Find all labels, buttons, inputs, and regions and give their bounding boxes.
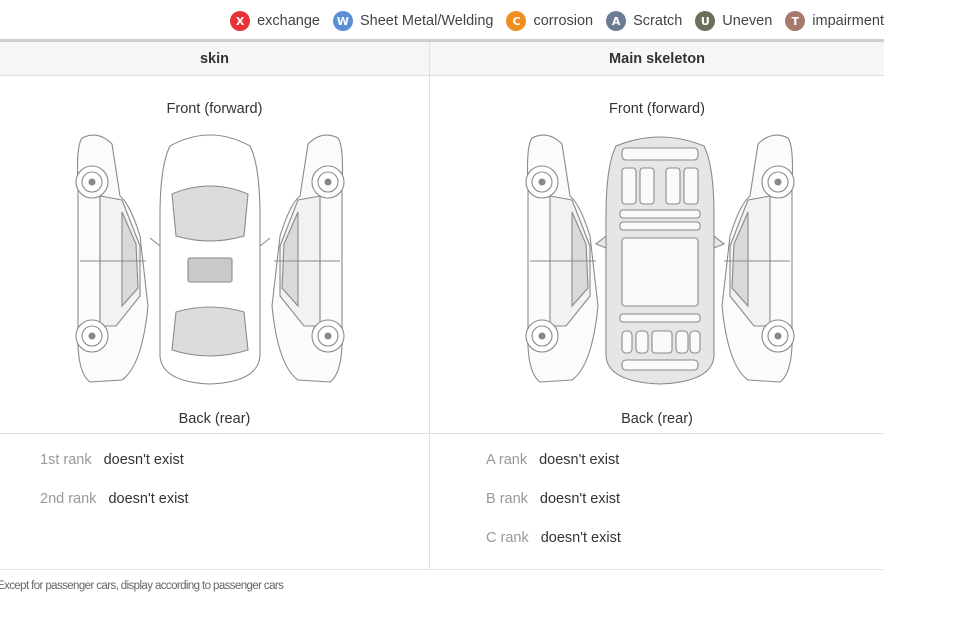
column-header-skin: skin [199, 50, 229, 67]
rank-value: doesn't exist [539, 491, 621, 507]
legend-label: Uneven [722, 13, 773, 29]
scratch-icon: A [606, 11, 627, 31]
front-label: Front (forward) [166, 101, 263, 117]
column-header-skeleton: Main skeleton [429, 42, 884, 75]
legend-item-impairment: T impairment [785, 11, 884, 31]
legend-label: Scratch [633, 13, 683, 29]
rank-name: 2nd rank [40, 491, 97, 507]
exchange-icon: X [230, 11, 251, 31]
footnote: Except for passenger cars, display accor… [0, 580, 284, 592]
legend-item-sheet-metal: W Sheet Metal/Welding [332, 11, 494, 31]
welding-icon: W [332, 11, 353, 31]
legend-item-scratch: A Scratch [606, 11, 682, 31]
skin-panel: Front (forward) [0, 76, 429, 570]
skeleton-rank-list: A rank doesn't exist B rank doesn't exis… [430, 433, 884, 570]
rank-value: doesn't exist [103, 452, 184, 468]
rank-row-c: C rank doesn't exist [486, 530, 621, 546]
uneven-icon: U [695, 11, 716, 31]
skin-rank-list: 1st rank doesn't exist 2nd rank doesn't … [0, 433, 429, 570]
damage-legend: X exchange W Sheet Metal/Welding C corro… [230, 10, 884, 32]
rank-row-2nd: 2nd rank doesn't exist [40, 491, 189, 507]
legend-label: Sheet Metal/Welding [359, 13, 494, 29]
table-header: skin Main skeleton [0, 42, 884, 76]
rank-value: doesn't exist [540, 530, 621, 546]
back-label: Back (rear) [178, 411, 251, 427]
inspection-table: skin Main skeleton Front (forward) [0, 39, 884, 570]
back-label: Back (rear) [621, 411, 693, 427]
corrosion-icon: C [506, 11, 527, 31]
rank-value: doesn't exist [108, 491, 189, 507]
legend-label: corrosion [533, 13, 594, 29]
rank-row-a: A rank doesn't exist [486, 452, 619, 468]
rank-name: A rank [486, 452, 528, 468]
legend-item-uneven: U Uneven [695, 11, 772, 31]
rank-name: C rank [486, 530, 529, 546]
skeleton-panel: Front (forward) [429, 76, 884, 570]
legend-label: exchange [257, 13, 320, 29]
rank-name: B rank [486, 491, 528, 507]
front-label: Front (forward) [609, 101, 705, 117]
rank-row-1st: 1st rank doesn't exist [40, 452, 184, 468]
legend-label: impairment [812, 13, 884, 29]
legend-item-exchange: X exchange [230, 11, 320, 31]
car-skeleton-diagram [525, 134, 795, 385]
legend-item-corrosion: C corrosion [506, 11, 593, 31]
rank-value: doesn't exist [539, 452, 620, 468]
rank-row-b: B rank doesn't exist [486, 491, 620, 507]
impairment-icon: T [785, 11, 806, 31]
rank-name: 1st rank [40, 452, 92, 468]
car-exterior-diagram [75, 134, 345, 385]
